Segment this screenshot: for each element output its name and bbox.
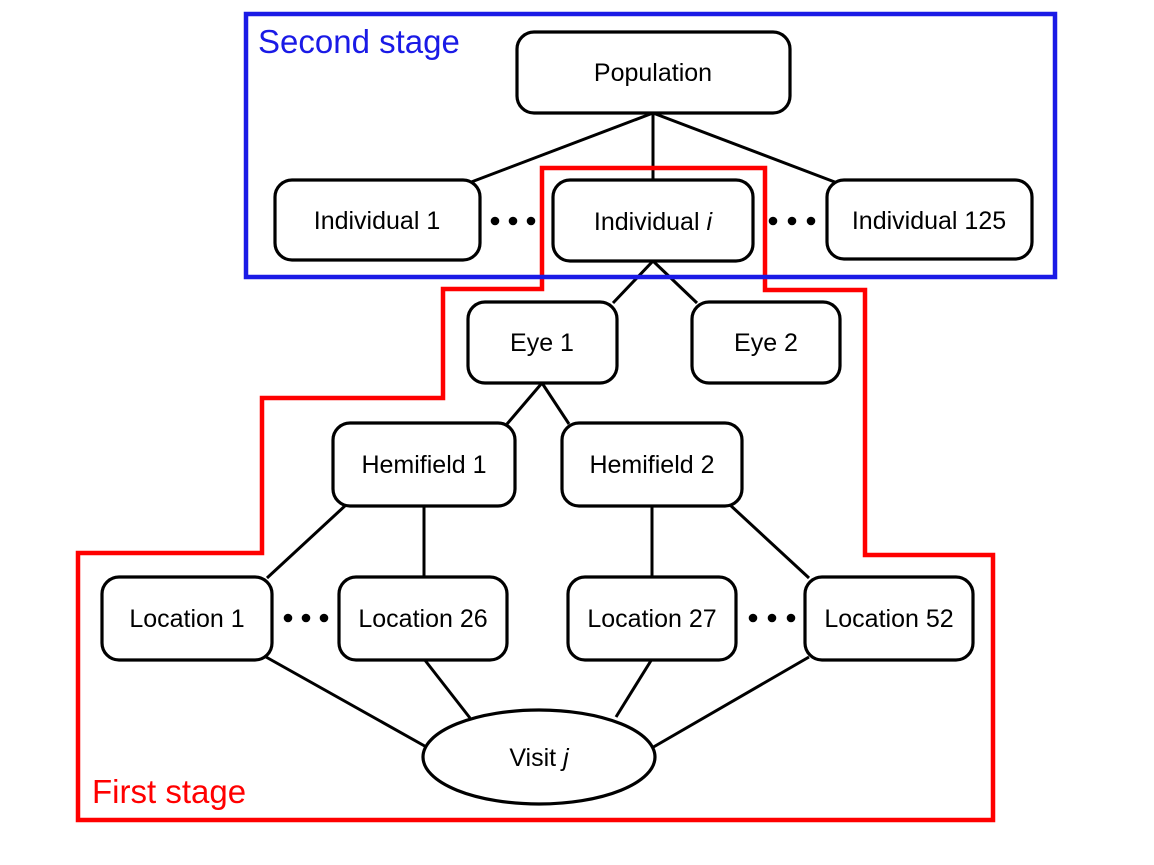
dot [490, 216, 500, 226]
dot [508, 216, 518, 226]
label-visit-var: j [560, 744, 570, 772]
edge-location52-visit [649, 655, 810, 751]
node-individual1 [273, 178, 482, 262]
edge-hemifield2-location52 [727, 502, 811, 580]
node-hemifield1 [331, 421, 517, 508]
dot [767, 613, 777, 623]
label-individual-i-prefix: Individual [594, 208, 700, 236]
node-location27 [566, 575, 738, 662]
label-location1: Location 1 [129, 605, 244, 633]
second-stage-boundary [243, 11, 1058, 280]
label-location26: Location 26 [358, 605, 487, 633]
edge-individual-i-eye1 [611, 259, 655, 305]
node-eye2 [690, 300, 842, 385]
connector-lines [265, 111, 841, 751]
node-location26 [337, 575, 509, 662]
dot [319, 613, 329, 623]
label-individual-i-var: i [707, 208, 714, 236]
ellipsis-icon-locations-right [748, 613, 796, 623]
diagram-nodes [100, 30, 1034, 806]
dot [283, 613, 293, 623]
edge-location1-visit [265, 655, 431, 751]
node-eye1 [466, 300, 619, 385]
edge-eye1-hemifield1 [505, 382, 544, 425]
label-visit-prefix: Visit [509, 744, 556, 772]
node-population [515, 30, 792, 115]
label-location52: Location 52 [824, 605, 953, 633]
label-hemifield2: Hemifield 2 [589, 451, 714, 479]
ellipsis-icon-locations-left [283, 613, 329, 623]
edge-eye1-hemifield2 [540, 382, 571, 425]
node-visit [421, 708, 657, 806]
edge-population-individual125 [652, 111, 841, 186]
edge-individual-i-eye2 [651, 259, 699, 305]
label-hemifield1: Hemifield 1 [361, 451, 486, 479]
node-hemifield2 [560, 421, 744, 508]
dot [768, 216, 778, 226]
dot [301, 613, 311, 623]
node-individual-i [551, 178, 755, 263]
first-stage-label: First stage [92, 773, 246, 810]
dot [786, 613, 796, 623]
edge-location26-visit [422, 658, 472, 719]
label-eye1: Eye 1 [510, 329, 574, 357]
edge-hemifield1-location1 [265, 502, 349, 580]
dot [526, 216, 536, 226]
dot [787, 216, 797, 226]
dot [806, 216, 816, 226]
node-individual125 [825, 178, 1034, 261]
edge-population-individual1 [465, 111, 654, 186]
node-location1 [100, 575, 274, 662]
first-stage-boundary [75, 165, 996, 823]
node-location52 [803, 575, 975, 662]
edge-location27-visit [614, 658, 654, 718]
label-eye2: Eye 2 [734, 329, 798, 357]
label-individual1: Individual 1 [314, 207, 440, 235]
dot [748, 613, 758, 623]
ellipsis-icon-individuals-left [490, 216, 536, 226]
label-population: Population [594, 59, 712, 87]
label-location27: Location 27 [587, 605, 716, 633]
ellipsis-icon-individuals-right [768, 216, 816, 226]
label-individual125: Individual 125 [852, 207, 1006, 235]
second-stage-label: Second stage [258, 23, 460, 60]
